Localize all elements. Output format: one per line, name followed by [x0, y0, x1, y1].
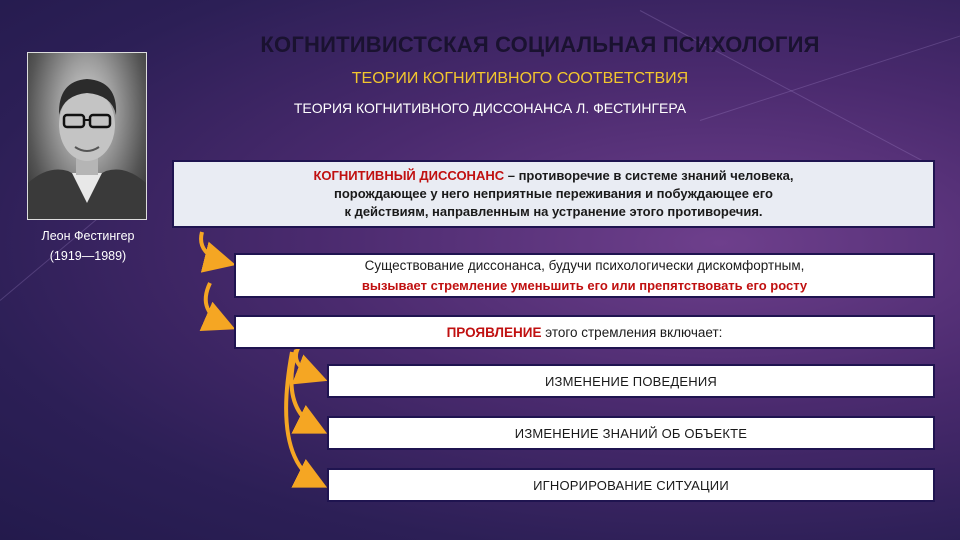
portrait-years: (1919—1989): [49, 249, 127, 263]
definition-line-2: порождающее у него неприятные переживани…: [334, 186, 773, 201]
definition-term: КОГНИТИВНЫЙ ДИССОНАНС: [313, 168, 505, 183]
definition-line-1-rest: – противоречие в системе знаний человека…: [504, 168, 794, 183]
slide-subsubtitle: ТЕОРИЯ КОГНИТИВНОГО ДИССОНАНСА Л. ФЕСТИН…: [293, 100, 687, 116]
existence-box: Существование диссонанса, будучи психоло…: [234, 253, 935, 298]
slide-subtitle: ТЕОРИИ КОГНИТИВНОГО СООТВЕТСТВИЯ: [351, 70, 689, 87]
item-box-ignoring: ИГНОРИРОВАНИЕ СИТУАЦИИ: [327, 468, 935, 502]
slide-title: КОГНИТИВИСТСКАЯ СОЦИАЛЬНАЯ ПСИХОЛОГИЯ: [260, 32, 820, 57]
portrait-photo: [27, 52, 147, 220]
item-label: ИГНОРИРОВАНИЕ СИТУАЦИИ: [533, 477, 729, 493]
portrait-name: Леон Фестингер: [41, 229, 135, 243]
item-label: ИЗМЕНЕНИЕ ПОВЕДЕНИЯ: [545, 373, 717, 389]
item-box-knowledge: ИЗМЕНЕНИЕ ЗНАНИЙ ОБ ОБЪЕКТЕ: [327, 416, 935, 450]
definition-line-3: к действиям, направленным на устранение …: [344, 204, 763, 219]
portrait-caption: Леон Фестингер (1919—1989): [18, 226, 158, 266]
manifestation-rest: этого стремления включает:: [541, 324, 723, 340]
portrait-image: [28, 79, 146, 219]
definition-box: КОГНИТИВНЫЙ ДИССОНАНС – противоречие в с…: [172, 160, 935, 228]
definition-line-1: КОГНИТИВНЫЙ ДИССОНАНС – противоречие в с…: [314, 167, 794, 185]
manifestation-text: ПРОЯВЛЕНИЕ этого стремления включает:: [447, 325, 723, 340]
existence-line-2: вызывает стремление уменьшить его или пр…: [361, 277, 808, 293]
existence-line-1: Существование диссонанса, будучи психоло…: [364, 257, 805, 273]
manifestation-keyword: ПРОЯВЛЕНИЕ: [446, 324, 542, 340]
item-box-behavior: ИЗМЕНЕНИЕ ПОВЕДЕНИЯ: [327, 364, 935, 398]
item-label: ИЗМЕНЕНИЕ ЗНАНИЙ ОБ ОБЪЕКТЕ: [514, 425, 748, 441]
manifestation-box: ПРОЯВЛЕНИЕ этого стремления включает:: [234, 315, 935, 349]
